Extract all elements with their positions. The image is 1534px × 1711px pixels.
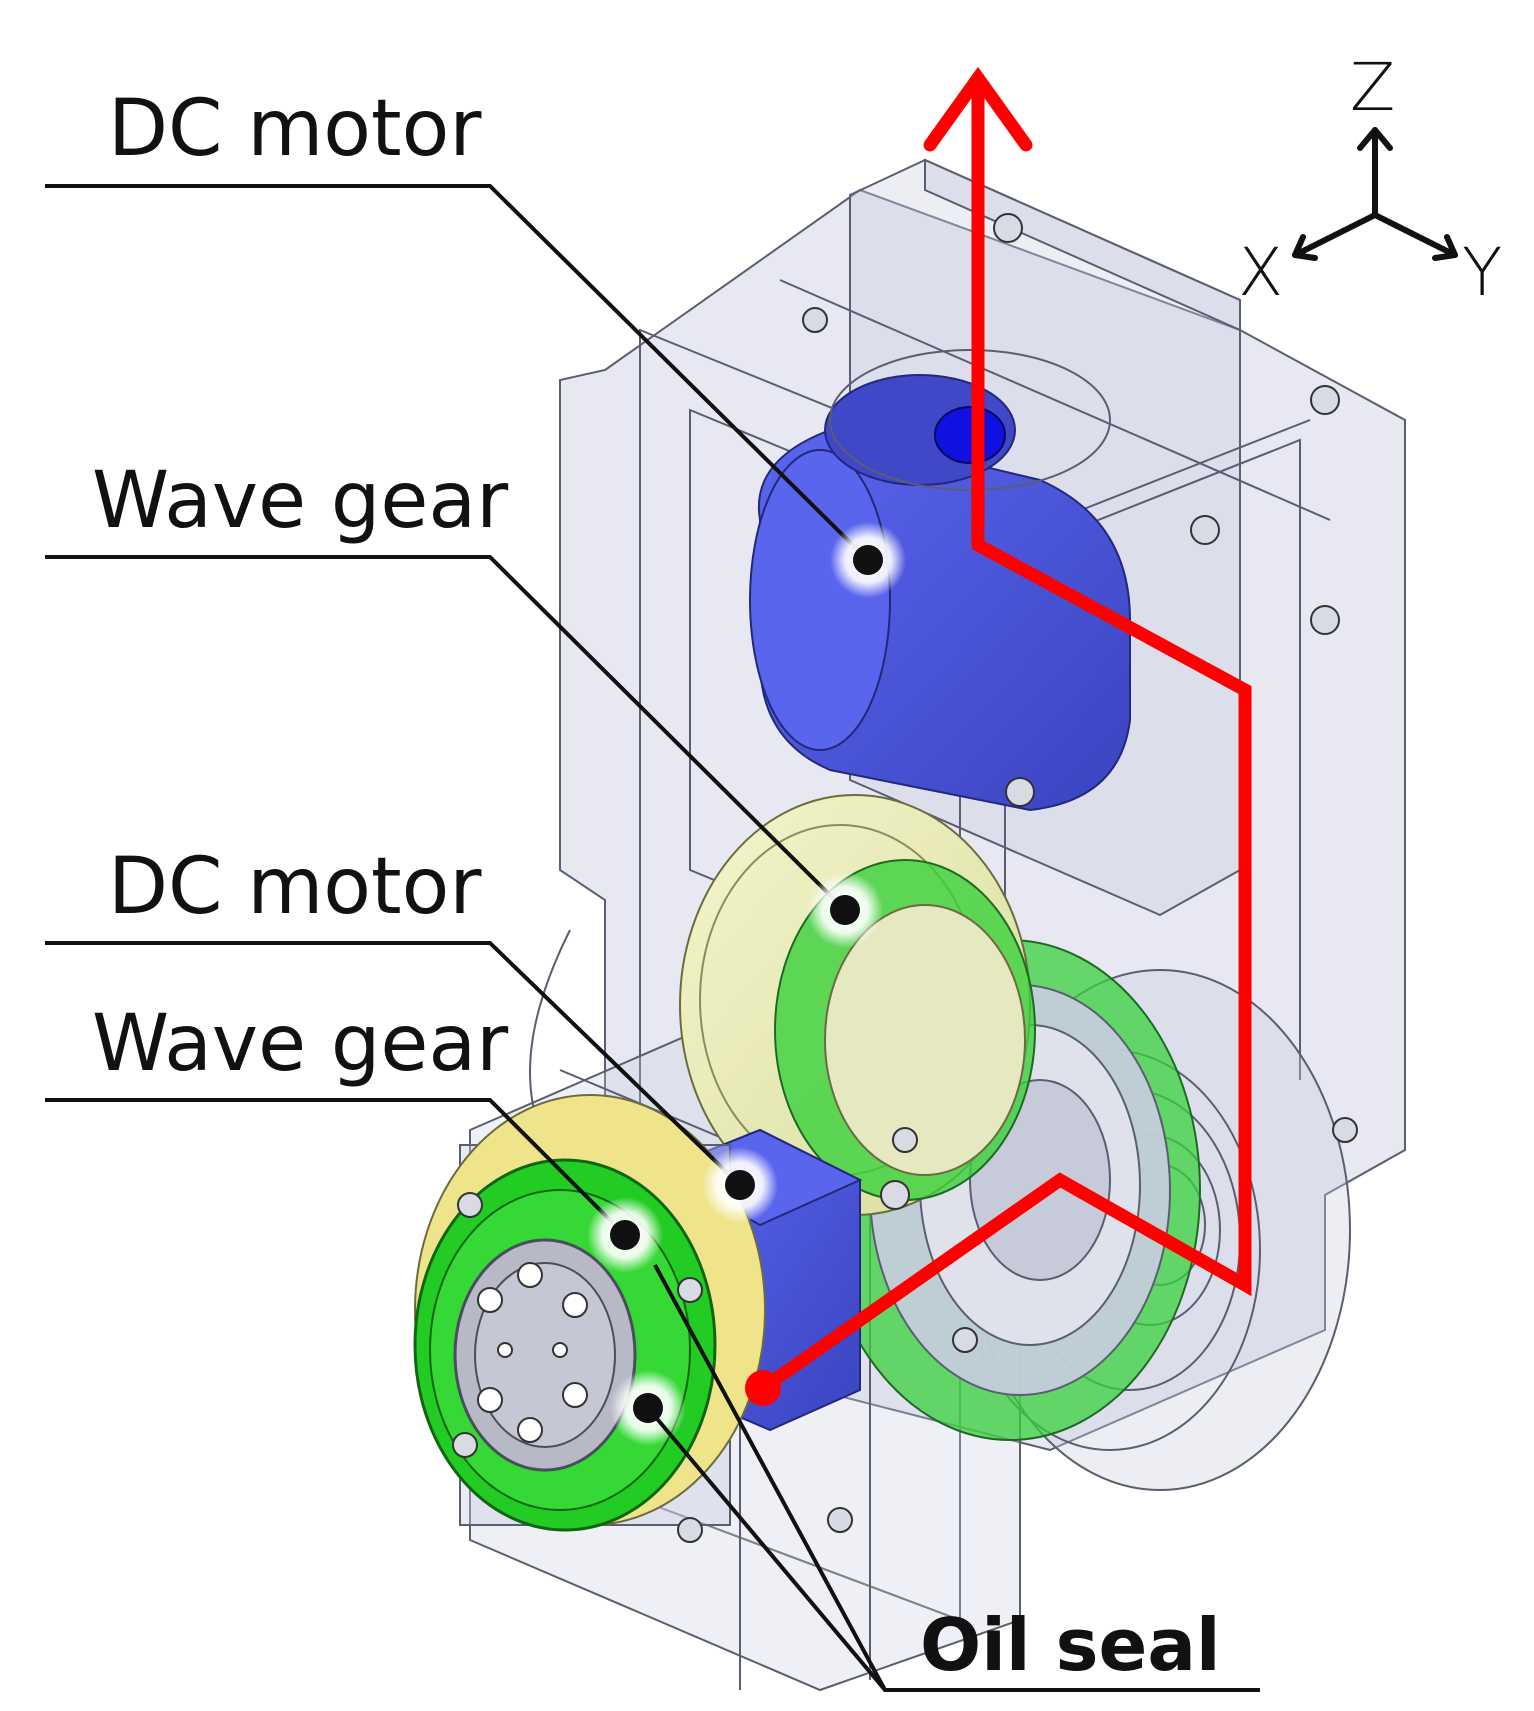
axis-z-label: Z [1350,49,1395,126]
axis-y-label: Y [1462,234,1502,311]
label-dc-motor-top: DC motor [108,84,482,174]
label-wave-gear-top: Wave gear [92,456,509,546]
marker-wave-gear-top [830,895,860,925]
label-dc-motor-bottom: DC motor [108,842,482,932]
power-path-arrow [756,66,1252,1395]
label-oil-seal: Oil seal [920,1603,1221,1687]
power-path-origin [745,1370,781,1406]
marker-dc-motor-top [853,545,883,575]
axis-triad [1292,127,1458,261]
screws [452,213,1358,1543]
marker-wave-gear-bottom [610,1220,640,1250]
label-wave-gear-bottom: Wave gear [92,999,509,1089]
leader-oil-seal [646,1406,887,1692]
axis-x-label: X [1238,234,1283,311]
wave-gear-yellow-large [679,794,1036,1216]
marker-dc-motor-bottom [725,1170,755,1200]
